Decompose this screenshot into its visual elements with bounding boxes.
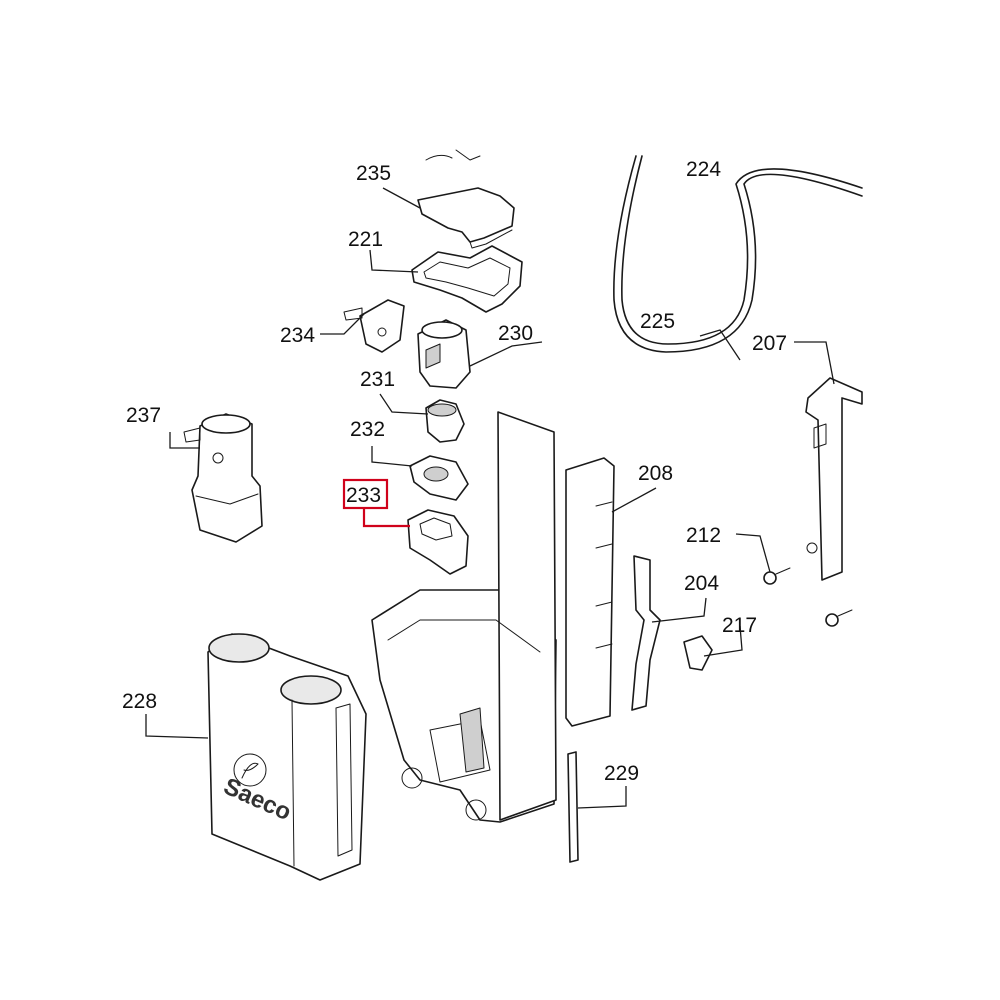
callout-234[interactable]: 234: [280, 324, 315, 347]
part-229-rod: [567, 751, 579, 863]
callout-212[interactable]: 212: [686, 524, 721, 547]
part-224-tube: [613, 155, 863, 353]
part-228-water-tank: Saeco: [207, 633, 367, 881]
part-217-clip: [683, 635, 713, 671]
part-234-bracket: [343, 299, 405, 353]
callout-221[interactable]: 221: [348, 228, 383, 251]
callout-229[interactable]: 229: [604, 762, 639, 785]
part-207-panel: [805, 377, 863, 581]
part-235-cover: [417, 149, 515, 249]
callout-225[interactable]: 225: [640, 310, 675, 333]
highlight-box: [342, 478, 389, 510]
callout-237[interactable]: 237: [126, 404, 161, 427]
callout-217[interactable]: 217: [722, 614, 757, 637]
part-208-panel: [565, 457, 615, 727]
callout-231[interactable]: 231: [360, 368, 395, 391]
callout-207[interactable]: 207: [752, 332, 787, 355]
part-212-screws: [763, 567, 853, 627]
callout-208[interactable]: 208: [638, 462, 673, 485]
part-232-seal: [409, 455, 469, 501]
part-204-clip: [631, 555, 661, 711]
callout-232[interactable]: 232: [350, 418, 385, 441]
callout-235[interactable]: 235: [356, 162, 391, 185]
callout-224[interactable]: 224: [686, 158, 721, 181]
callout-228[interactable]: 228: [122, 690, 157, 713]
part-230-housing: [417, 319, 471, 389]
part-237-valve-assembly: [183, 413, 263, 543]
callout-230[interactable]: 230: [498, 322, 533, 345]
part-221-gasket: [411, 245, 523, 313]
part-233-holder: [407, 509, 469, 575]
callout-233-highlighted[interactable]: 233: [346, 484, 381, 507]
part-base-body: [371, 411, 557, 823]
part-231-valve: [425, 399, 465, 443]
callout-204[interactable]: 204: [684, 572, 719, 595]
callout-labels: 235 221 224 225 234 230 231 207 237 232 …: [122, 158, 787, 785]
leader-lines: [145, 187, 835, 809]
highlight-leader: [362, 508, 410, 528]
